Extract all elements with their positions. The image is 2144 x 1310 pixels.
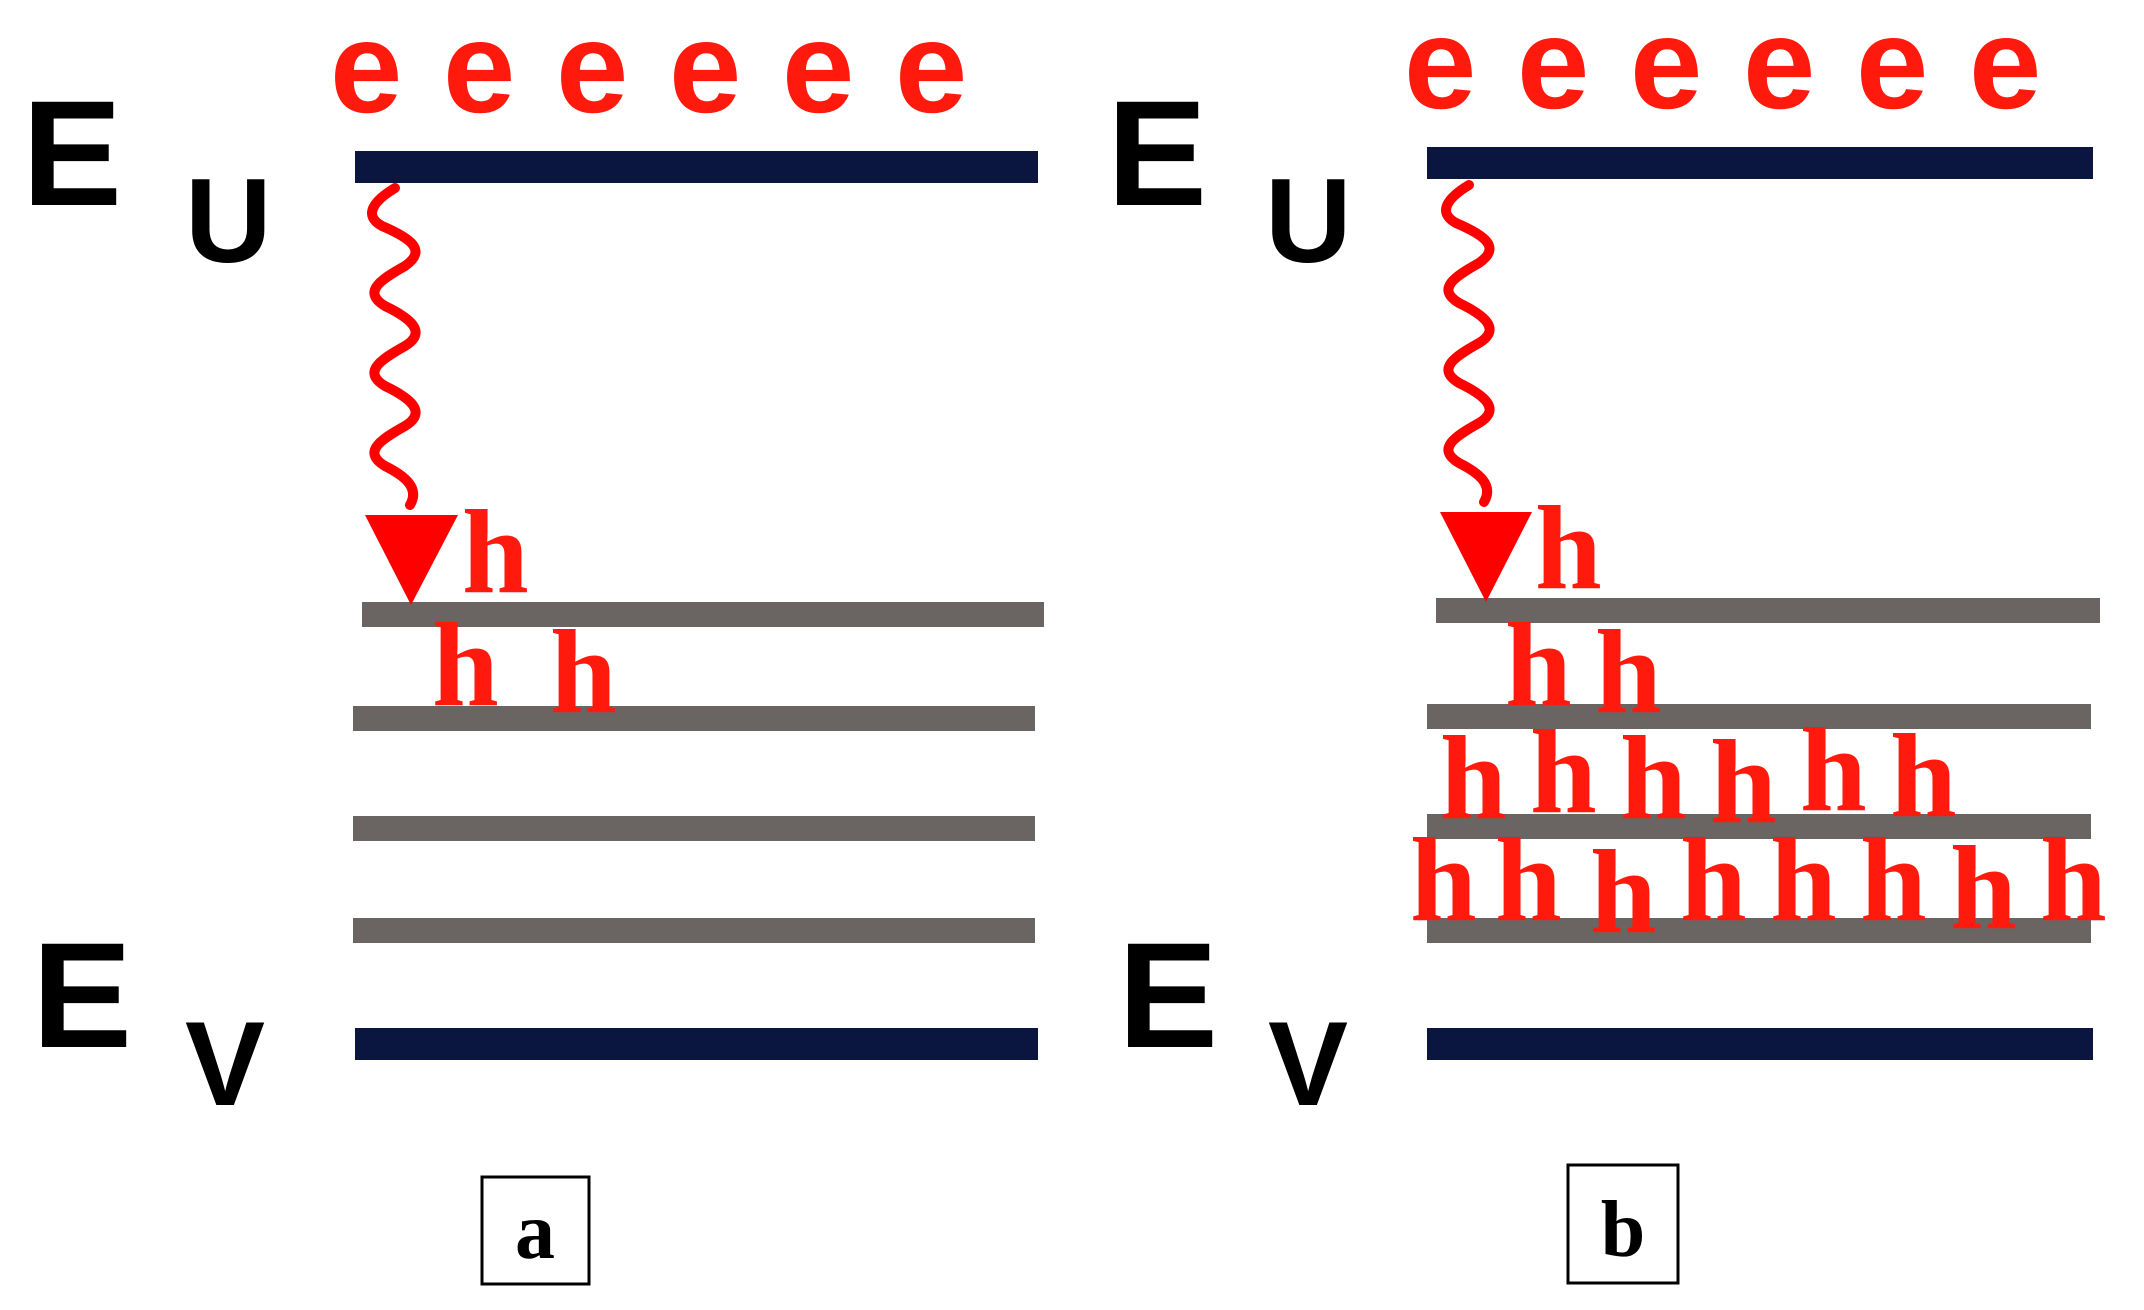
panel-label: b [1601, 1186, 1646, 1274]
hole: h [1440, 711, 1507, 844]
upper-band-edge [1427, 147, 2093, 179]
electron: e [443, 0, 515, 140]
trap-level-4 [353, 918, 1035, 943]
upper-band-subscript: U [1265, 154, 1352, 288]
panel-label-box [480, 1175, 591, 1286]
trap-level-2 [353, 706, 1035, 731]
hole: h [550, 605, 617, 738]
trap-level-1 [362, 602, 1044, 627]
electron: e [1404, 0, 1476, 136]
lower-band-edge [355, 1028, 1038, 1060]
panel-a: E U E V e e e e e e h h h [22, 0, 1044, 1286]
upper-band-edge [355, 151, 1038, 183]
holes: h h h [432, 485, 617, 738]
hole: h [462, 485, 529, 618]
electron-row: e e e e e e [330, 0, 967, 140]
hole: h [1495, 813, 1562, 946]
hole: h [1710, 715, 1777, 848]
arrowhead-icon [365, 515, 458, 605]
photon-wave [367, 183, 421, 510]
hole: h [1410, 813, 1477, 946]
electron: e [1743, 0, 1815, 136]
holes: h h h h h h h h h h h h h h h h h [1410, 481, 2107, 958]
arrowhead-icon [1440, 512, 1532, 602]
electron: e [1969, 0, 2041, 136]
hole: h [1800, 703, 1867, 836]
lower-band-edge [1427, 1028, 2093, 1060]
trap-level-2 [1427, 704, 2091, 729]
trap-level-1 [1436, 598, 2100, 623]
panel-label-box [1566, 1163, 1680, 1285]
lower-band-subscript: V [185, 997, 265, 1131]
lower-band-subscript: V [1268, 997, 1348, 1131]
electron: e [669, 0, 741, 140]
hole: h [1530, 705, 1597, 838]
electron-row: e e e e e e [1404, 0, 2041, 136]
trap-level-3 [353, 816, 1035, 841]
electron: e [782, 0, 854, 140]
hole: h [1535, 481, 1602, 614]
trap-level-4 [1427, 918, 2091, 943]
upper-band-symbol: E [1107, 69, 1207, 237]
hole: h [1770, 813, 1837, 946]
electron: e [895, 0, 967, 140]
electron: e [1517, 0, 1589, 136]
hole: h [1890, 709, 1957, 842]
hole: h [1860, 813, 1927, 946]
electron: e [1630, 0, 1702, 136]
hole: h [432, 598, 499, 731]
upper-band-subscript: U [185, 154, 272, 288]
hole: h [1590, 825, 1657, 958]
panel-label: a [515, 1188, 555, 1276]
electron: e [330, 0, 402, 140]
hole: h [2040, 813, 2107, 946]
lower-band-symbol: E [1118, 911, 1218, 1079]
hole: h [1680, 813, 1747, 946]
hole: h [1505, 598, 1572, 731]
trap-level-3 [1427, 814, 2091, 839]
hole: h [1950, 821, 2017, 954]
hole: h [1620, 711, 1687, 844]
panel-b: E U E V e e e e e e h h h [1107, 0, 2107, 1285]
hole: h [1595, 605, 1662, 738]
photon-wave [1441, 180, 1495, 507]
upper-band-symbol: E [22, 69, 122, 237]
electron: e [556, 0, 628, 140]
lower-band-symbol: E [32, 911, 132, 1079]
electron: e [1856, 0, 1928, 136]
